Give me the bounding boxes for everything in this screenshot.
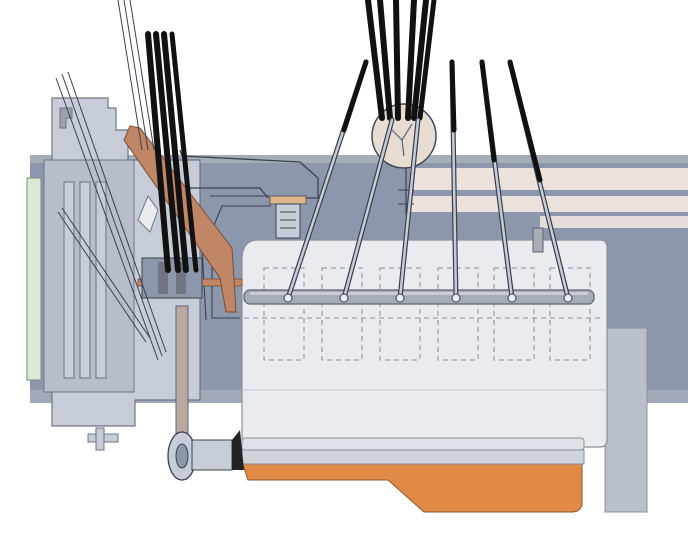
cream-stripe-3 bbox=[540, 216, 688, 228]
left-fine-lines bbox=[55, 0, 167, 361]
cover-rib-1 bbox=[63, 181, 75, 379]
cylinders bbox=[244, 267, 600, 361]
crank-pulley bbox=[167, 430, 244, 481]
injection-line-1 bbox=[285, 59, 369, 301]
cream-stripe-1 bbox=[410, 168, 688, 190]
cylinder-4 bbox=[437, 267, 479, 361]
thermostat bbox=[269, 195, 307, 239]
injection-lines bbox=[285, 59, 571, 301]
cover-rib-3 bbox=[95, 181, 107, 379]
oil-pan-flange bbox=[241, 449, 585, 465]
cylinder-1 bbox=[263, 267, 305, 361]
fuel-line-bundle bbox=[365, 0, 437, 121]
injection-line-3 bbox=[397, 117, 421, 301]
drain-bolt bbox=[87, 427, 119, 451]
injection-line-2 bbox=[341, 117, 395, 301]
cream-stripe-2 bbox=[410, 196, 688, 212]
left-fuel-lines bbox=[145, 31, 199, 273]
cylinder-3 bbox=[379, 267, 421, 361]
side-bracket bbox=[532, 227, 544, 253]
radiator bbox=[26, 177, 42, 381]
injection-line-6 bbox=[507, 59, 571, 301]
cylinder-2 bbox=[321, 267, 363, 361]
right-support-post bbox=[604, 327, 648, 513]
silver-lever bbox=[137, 194, 159, 233]
injection-line-4 bbox=[449, 59, 459, 301]
cover-rib-2 bbox=[79, 181, 91, 379]
injector-nozzles bbox=[283, 293, 573, 303]
injection-line-5 bbox=[479, 59, 515, 301]
frame-band-top-edge bbox=[30, 155, 688, 163]
injection-pump bbox=[141, 257, 203, 299]
block-lower-rail bbox=[241, 437, 585, 451]
camshaft-highlight bbox=[250, 292, 588, 295]
cylinder-5 bbox=[493, 267, 535, 361]
oil-pan bbox=[241, 461, 583, 513]
cylinder-6 bbox=[549, 267, 591, 361]
